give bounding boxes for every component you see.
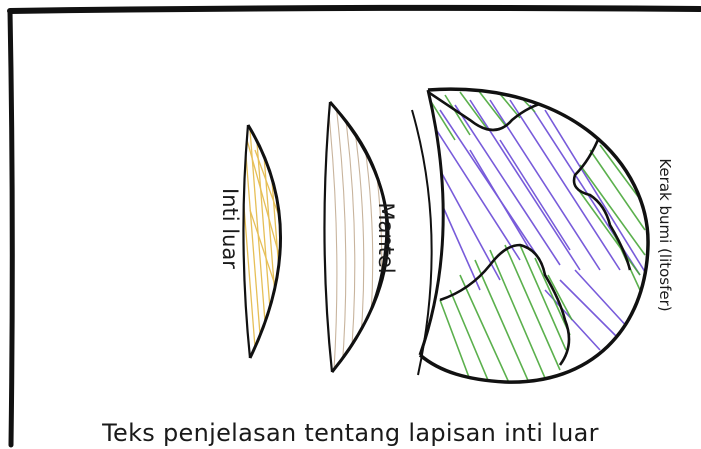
frame — [7, 4, 701, 448]
caption-text: Teks penjelasan tentang lapisan inti lua… — [102, 419, 599, 447]
outer-core-label: Inti luar — [218, 188, 242, 269]
frame-left-edge — [7, 8, 15, 448]
outer-core-slice — [242, 124, 282, 359]
frame-top-edge — [7, 4, 701, 14]
crust-label: Kerak bumi (litosfer) — [656, 158, 674, 312]
crust-earth-slice — [411, 87, 650, 384]
mantle-label: Mantel — [374, 202, 398, 274]
